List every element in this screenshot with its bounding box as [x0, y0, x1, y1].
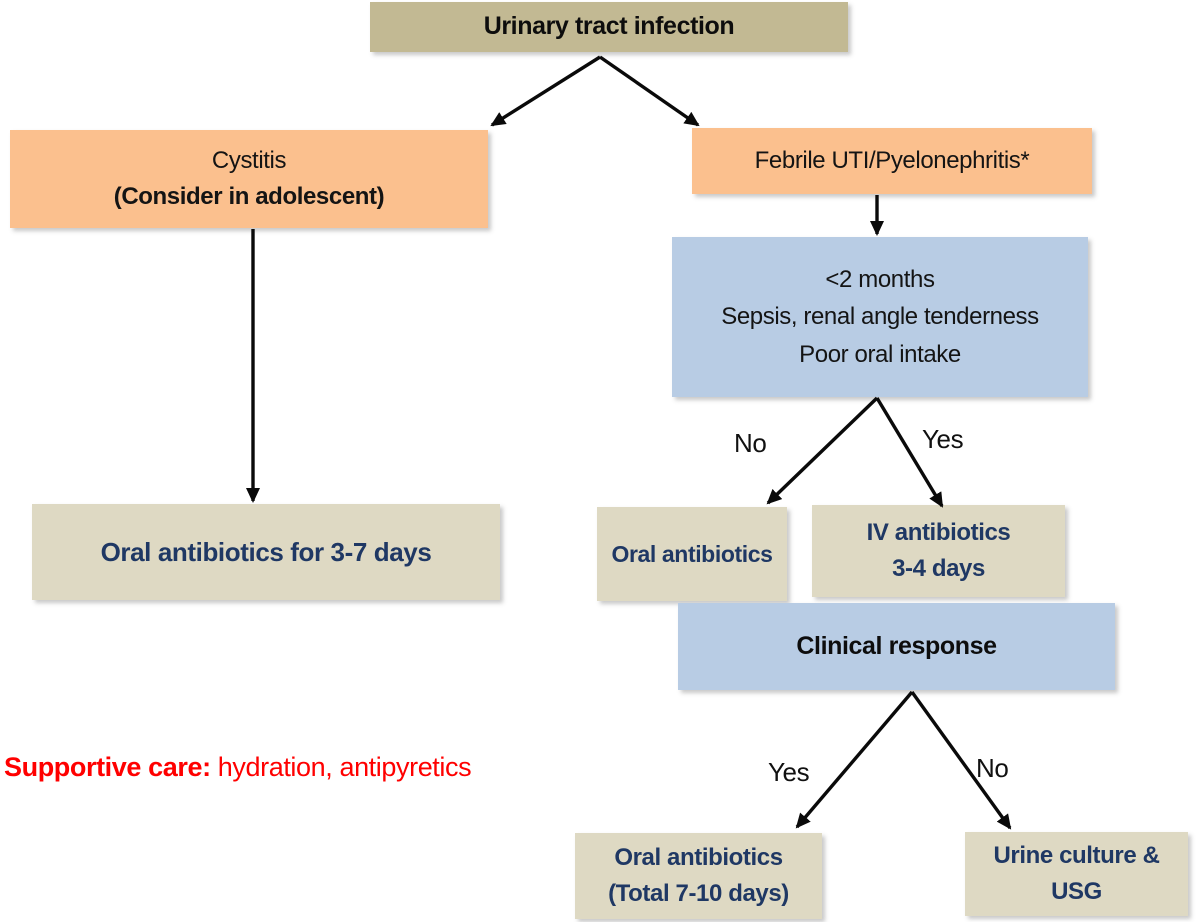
edge-label-yes: Yes	[768, 757, 810, 787]
arrow-uti-to-cystitis	[490, 55, 601, 127]
node-label: Oral antibiotics	[611, 540, 773, 567]
node-urine-culture-usg: Urine culture & USG	[965, 832, 1188, 916]
node-iv-antibiotics-3-4-days: IV antibiotics 3-4 days	[812, 505, 1065, 597]
edge-label-no: No	[734, 428, 767, 458]
node-label-line: Urine culture &	[993, 842, 1160, 869]
node-oral-antibiotics-total-7-10-days: Oral antibiotics (Total 7-10 days)	[575, 833, 822, 919]
node-clinical-response: Clinical response	[678, 603, 1115, 690]
edge-label-yes: Yes	[922, 424, 964, 454]
node-label-line: IV antibiotics	[866, 519, 1011, 546]
node-severity-criteria: <2 months Sepsis, renal angle tenderness…	[672, 237, 1088, 397]
supportive-care-note: Supportive care: hydration, antipyretics	[4, 752, 472, 783]
node-oral-antibiotics: Oral antibiotics	[597, 507, 787, 601]
node-label: Clinical response	[796, 631, 997, 660]
node-label-line: 3-4 days	[892, 555, 985, 582]
node-label-line: (Total 7-10 days)	[608, 880, 789, 907]
arrow-uti-to-febrile	[599, 55, 700, 127]
edge-label-no: No	[976, 753, 1009, 783]
node-febrile-uti-pyelonephritis: Febrile UTI/Pyelonephritis*	[692, 128, 1092, 194]
node-label-line: Cystitis	[211, 147, 287, 174]
node-urinary-tract-infection: Urinary tract infection	[370, 2, 848, 52]
node-label: Urinary tract infection	[483, 12, 735, 41]
node-label: Febrile UTI/Pyelonephritis*	[754, 147, 1030, 174]
arrow-response-yes-to-oraltotal	[795, 690, 914, 829]
node-label-line: <2 months	[825, 266, 935, 294]
node-label-line: (Consider in adolescent)	[113, 183, 385, 210]
node-label-line: USG	[1051, 878, 1102, 905]
node-label-line: Oral antibiotics	[614, 844, 783, 871]
arrow-criteria-no-to-oral	[766, 396, 879, 505]
node-oral-antibiotics-3-7-days: Oral antibiotics for 3-7 days	[32, 504, 500, 600]
node-label-line: Sepsis, renal angle tenderness	[721, 303, 1039, 331]
supportive-care-note-lead: Supportive care:	[4, 752, 211, 782]
supportive-care-note-rest: hydration, antipyretics	[210, 752, 472, 782]
node-label-line: Poor oral intake	[799, 340, 961, 368]
node-cystitis: Cystitis (Consider in adolescent)	[10, 130, 488, 228]
node-label: Oral antibiotics for 3-7 days	[100, 536, 432, 567]
